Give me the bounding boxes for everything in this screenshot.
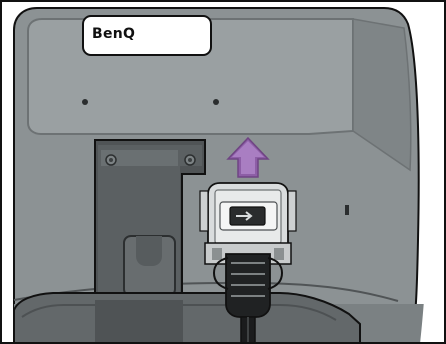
screw-right-icon [213, 99, 219, 105]
brand-plate [83, 16, 211, 55]
small-slot-icon [345, 205, 349, 215]
screw-left-icon [82, 99, 88, 105]
